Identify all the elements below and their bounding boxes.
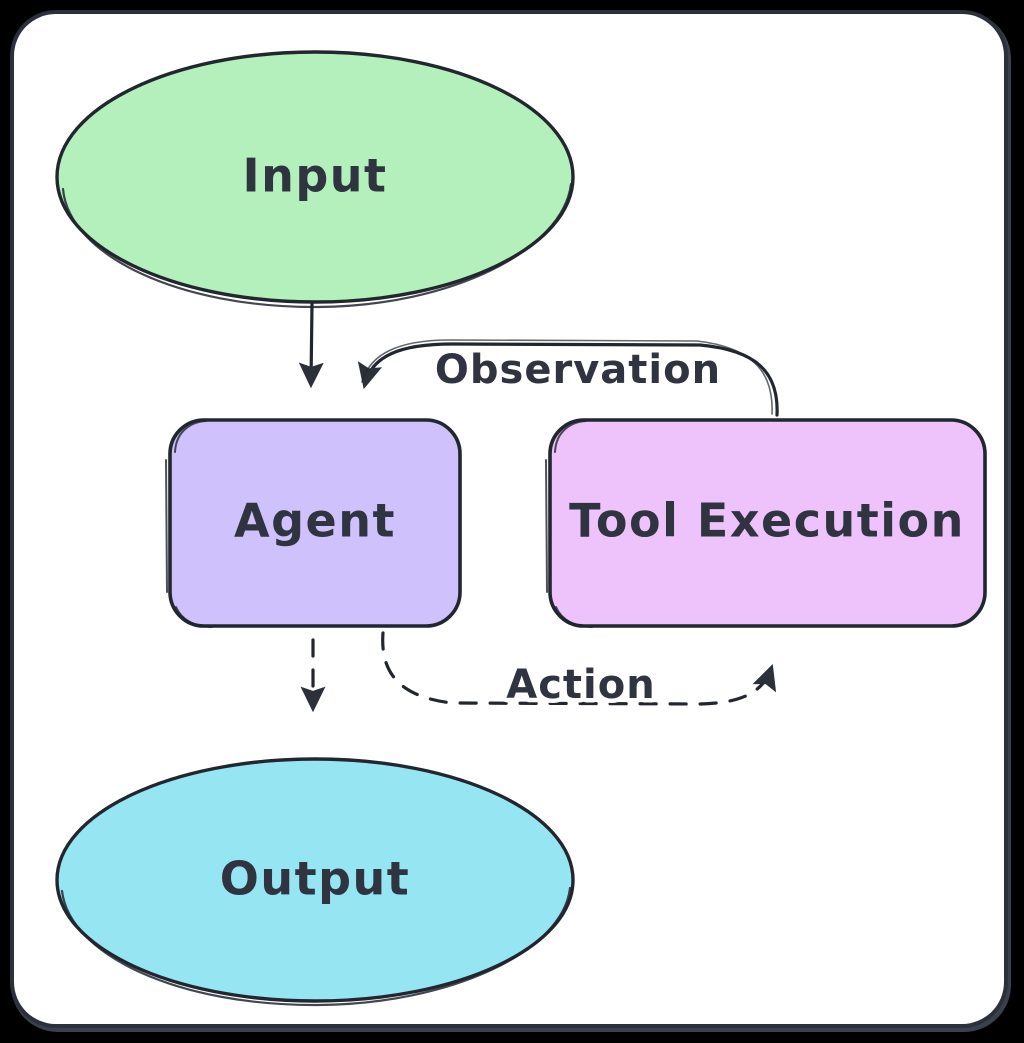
input-label: Input: [242, 149, 387, 203]
node-tool-execution[interactable]: Tool Execution: [545, 418, 987, 628]
input-to-agent-line: [298, 302, 324, 389]
node-agent[interactable]: Agent: [165, 418, 462, 628]
output-ellipse-shape: [57, 759, 573, 1001]
input-ellipse-shape: [57, 52, 573, 302]
input-ellipse-outline: [55, 50, 575, 304]
output-ellipse-sketch-stroke: [60, 886, 572, 1007]
agent-label: Agent: [234, 494, 396, 548]
output-ellipse-outline: [55, 757, 575, 1003]
action-curve: [381, 631, 777, 706]
observation-curve-sketch: [361, 339, 773, 415]
observation-curve: [357, 342, 779, 417]
tool-execution-box-shape: [548, 418, 987, 628]
output-label: Output: [220, 852, 411, 906]
observation-label-halo: Observation: [435, 347, 721, 393]
agent-box-shape: [168, 418, 462, 628]
node-output[interactable]: Output: [55, 757, 575, 1007]
observation-label: Observation: [435, 347, 721, 393]
action-label: Action: [506, 662, 655, 708]
action-label-halo: Action: [506, 662, 655, 708]
edge-tool-to-agent-observation: Observation Observation: [357, 339, 779, 417]
agent-box-sketch-stroke: [165, 420, 213, 628]
edge-input-to-agent: [298, 302, 324, 389]
tool-execution-box-sketch-stroke: [545, 420, 593, 628]
tool-execution-label: Tool Execution: [569, 494, 965, 548]
node-input[interactable]: Input: [55, 50, 575, 309]
input-ellipse-sketch-stroke: [61, 182, 573, 309]
edge-agent-to-tool-action: Action Action: [381, 631, 777, 713]
